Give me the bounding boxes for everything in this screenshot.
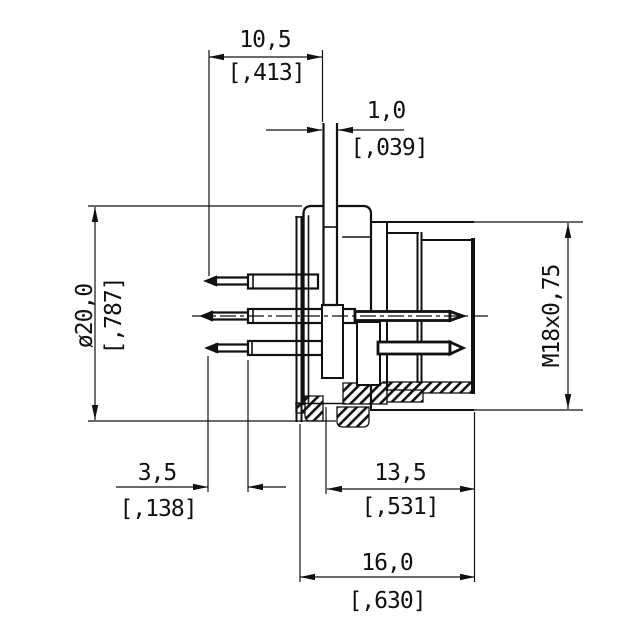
dim-pin-exposed-mm: 3,5 bbox=[138, 460, 177, 486]
dimension-arrows bbox=[91, 53, 572, 581]
dim-pin-exposed-inch: [,138] bbox=[119, 496, 196, 522]
pin-bottom-sleeve bbox=[246, 339, 324, 357]
dimension-lines bbox=[88, 50, 583, 582]
section-hatching bbox=[295, 381, 474, 428]
dim-thread-length-mm: 13,5 bbox=[374, 460, 425, 486]
dim-terminal-mm: 1,0 bbox=[367, 98, 406, 124]
dim-top-width-mm: 10,5 bbox=[239, 27, 290, 53]
pin-top-sleeve bbox=[246, 273, 320, 290]
dim-thread-length-inch: [,531] bbox=[361, 494, 438, 520]
dim-total-length-inch: [,630] bbox=[348, 588, 425, 614]
connector-body-outline bbox=[295, 204, 475, 411]
top-terminal bbox=[322, 123, 339, 307]
dim-top-width-inch: [,413] bbox=[227, 60, 304, 86]
carrier-block-right bbox=[356, 321, 381, 386]
dim-diameter-inch: [,787] bbox=[101, 277, 127, 354]
dim-total-length-mm: 16,0 bbox=[361, 550, 413, 576]
dim-thread-spec: M18x0,75 bbox=[539, 265, 565, 368]
pin-top-tip bbox=[203, 275, 218, 287]
dimension-labels: 10,5 [,413] 1,0 [,039] ø20,0 [,787] M18x… bbox=[72, 27, 565, 614]
contact-tip-lower bbox=[448, 339, 467, 357]
pin-bottom-tip bbox=[204, 342, 219, 354]
dim-terminal-inch: [,039] bbox=[350, 135, 427, 161]
mounting-flange bbox=[295, 212, 310, 422]
dim-diameter-mm: ø20,0 bbox=[72, 284, 98, 348]
